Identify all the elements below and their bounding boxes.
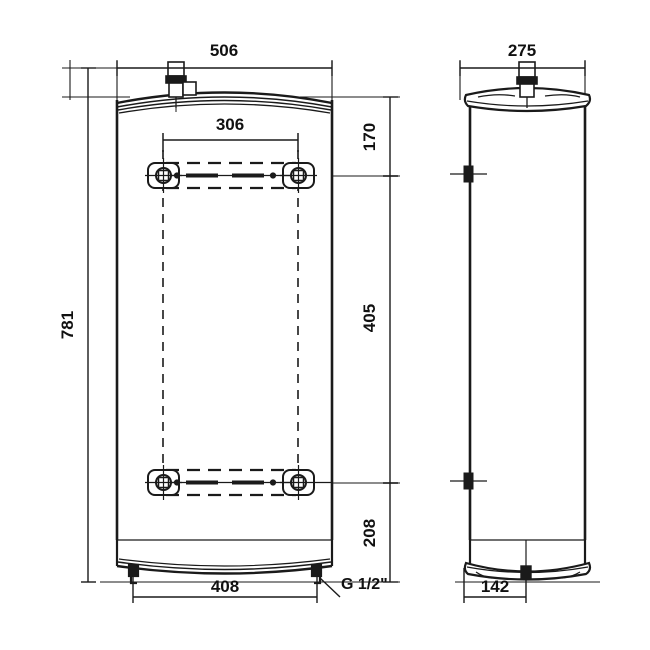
lower-mounting-bracket bbox=[145, 465, 332, 500]
upper-bracket-side-stub bbox=[450, 165, 487, 183]
dimension-408-label: 408 bbox=[211, 577, 239, 596]
bracket-centreline-vertical bbox=[162, 150, 299, 490]
top-fitting-front bbox=[165, 61, 197, 108]
dimension-142-label: 142 bbox=[481, 577, 509, 596]
dimension-170: 170 bbox=[360, 96, 398, 177]
dimension-781-label: 781 bbox=[58, 311, 77, 339]
upper-mounting-bracket bbox=[145, 158, 317, 193]
dimension-275-label: 275 bbox=[508, 41, 536, 60]
dimension-170-label: 170 bbox=[360, 123, 379, 151]
front-view-extension-lines bbox=[62, 60, 400, 583]
dimension-506-label: 506 bbox=[210, 41, 238, 60]
side-body-outline bbox=[463, 86, 592, 581]
top-fitting-side bbox=[516, 61, 538, 108]
dimension-405-label: 405 bbox=[360, 304, 379, 332]
dimension-781: 781 bbox=[58, 67, 96, 583]
dimension-306: 306 bbox=[162, 115, 299, 152]
dimension-208-label: 208 bbox=[360, 519, 379, 547]
dimension-306-label: 306 bbox=[216, 115, 244, 134]
thread-callout-leader bbox=[319, 577, 341, 598]
side-view-extension-lines bbox=[455, 60, 600, 583]
lower-bracket-side-stub bbox=[450, 472, 487, 490]
front-view bbox=[62, 60, 400, 598]
tank-body-outline bbox=[115, 91, 334, 575]
dimension-405: 405 bbox=[360, 175, 398, 484]
thread-callout-label: G 1/2" bbox=[341, 576, 388, 593]
dimension-142: 142 bbox=[463, 568, 527, 603]
side-view bbox=[450, 60, 600, 583]
dimension-506: 506 bbox=[116, 41, 333, 76]
dimension-408: 408 bbox=[132, 568, 318, 603]
dimension-208: 208 bbox=[360, 482, 398, 583]
dimension-275: 275 bbox=[459, 41, 586, 76]
